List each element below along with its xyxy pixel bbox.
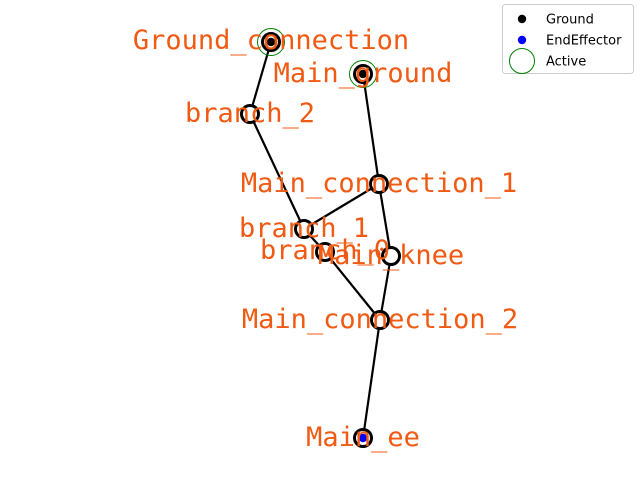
node-label-main-ee: Main_ee [306,422,420,453]
node-main-connection-2 [370,310,390,330]
node-main-ee-end-effector-marker [358,433,368,443]
edge-branch-0-to-main-connection-2 [324,251,381,321]
node-label-ground-connection: Ground_connection [133,25,409,56]
node-main-ground-active-ring [349,60,377,88]
node-main-knee [381,246,401,266]
legend-ground-marker [517,14,527,24]
legend-active-marker [509,48,535,74]
legend-end-effector-label: EndEffector [546,34,622,49]
node-label-main-connection-1: Main_connection_1 [241,168,517,199]
legend-active-label: Active [546,55,586,70]
edge-main-connection-1-to-main-knee [377,183,393,257]
edge-branch-1-to-main-connection-1 [303,183,380,230]
node-main-ground-ground-marker [358,69,368,79]
node-label-branch-2: branch_2 [185,98,315,129]
graph-nodes [240,28,401,448]
node-branch-2 [240,104,260,124]
node-ground-connection-active-ring [257,28,285,56]
node-label-branch-1: branch_1 [239,213,369,244]
legend: Ground EndEffector Active [502,4,634,74]
node-ground-connection-ground-marker [266,37,276,47]
node-branch-0 [315,242,335,262]
edge-ground-connection-to-branch-2 [248,41,273,115]
edge-main-knee-to-main-connection-2 [378,255,393,321]
node-label-main-connection-2: Main_connection_2 [242,304,518,335]
legend-frame [502,4,634,74]
node-main-connection-1 [369,174,389,194]
edge-branch-2-to-branch-1 [249,113,305,230]
edge-main-connection-2-to-main-ee [361,319,382,439]
legend-end-effector-marker [517,35,527,45]
legend-ground-label: Ground [546,13,594,28]
edge-main-ground-to-main-connection-1 [361,73,381,185]
node-label-main-ground: Main_ground [274,58,453,89]
node-label-branch-0: branch_0 [260,235,390,266]
graph-edges [248,41,393,439]
node-branch-1 [294,219,314,239]
node-label-main-knee: Main_knee [318,240,464,271]
